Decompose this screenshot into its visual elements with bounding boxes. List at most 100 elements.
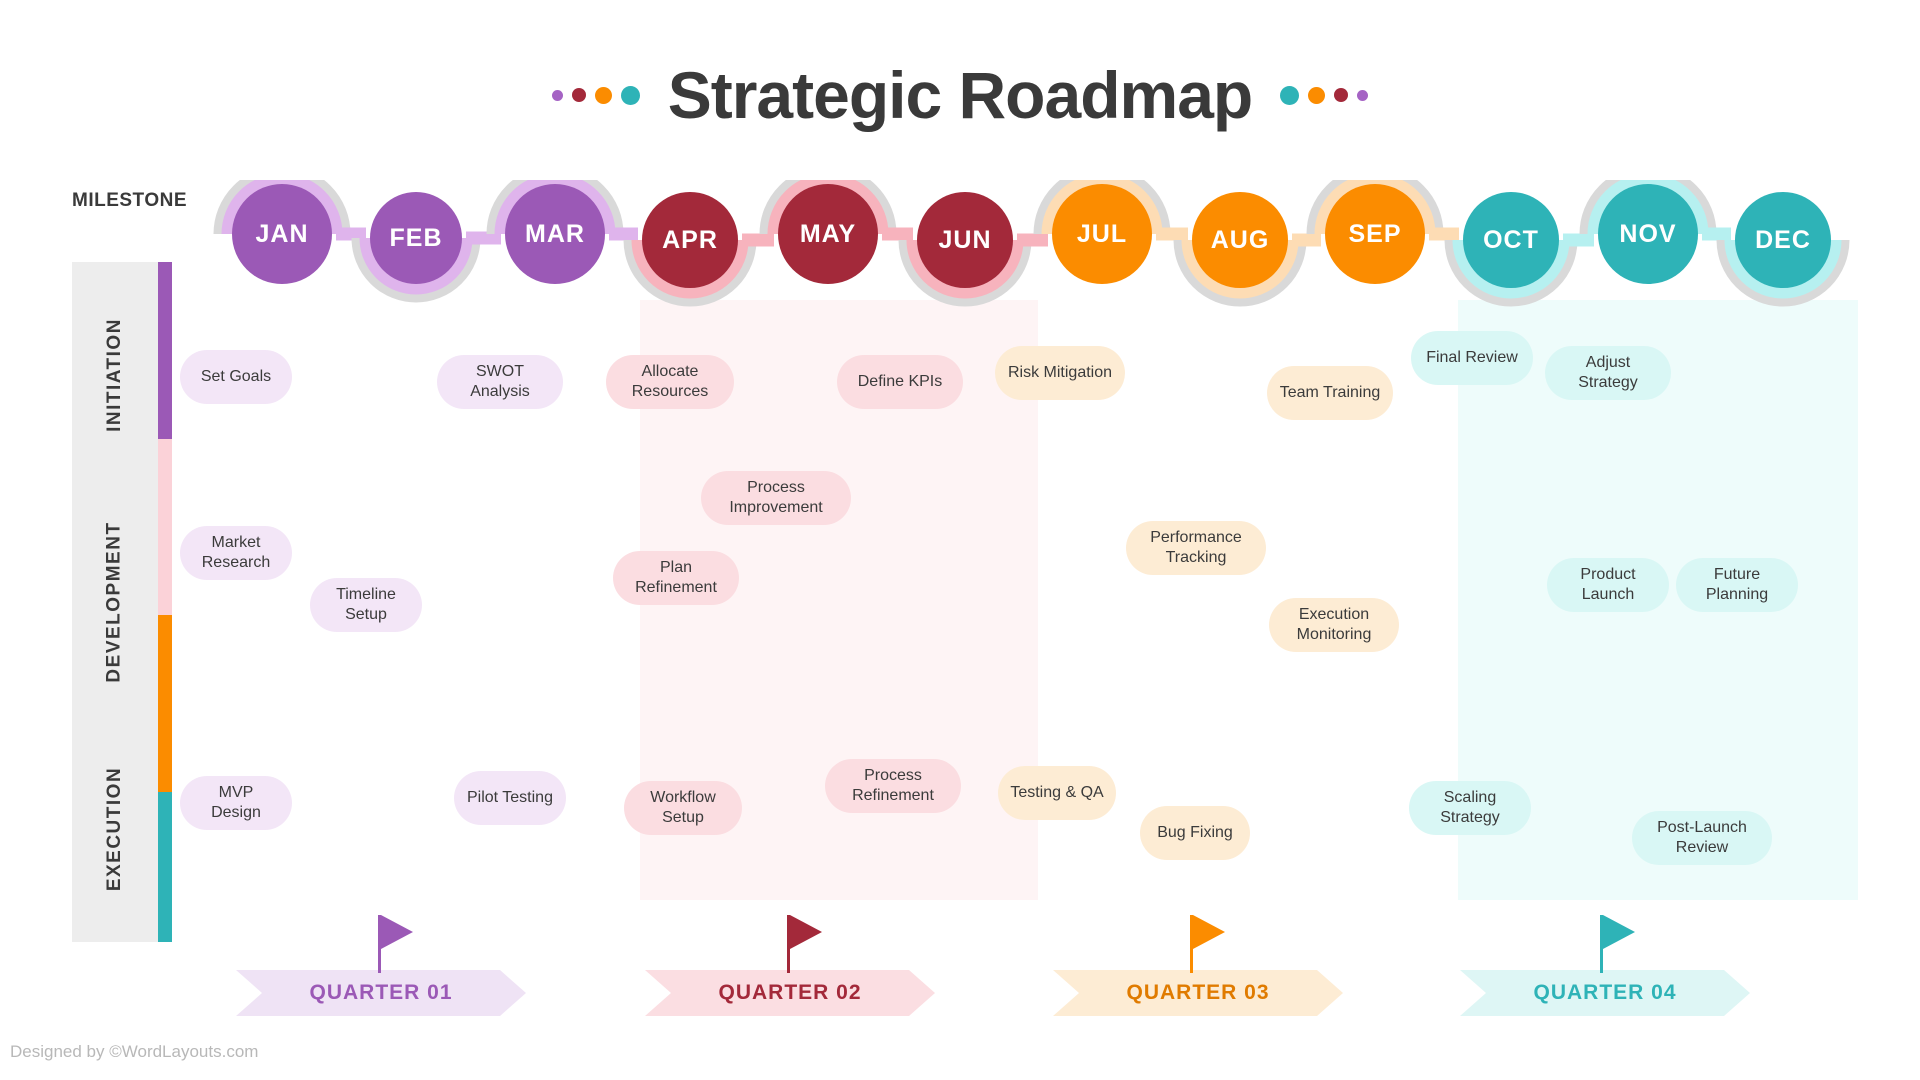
flag-pennant bbox=[1603, 915, 1635, 949]
task-pill[interactable]: Pilot Testing bbox=[454, 771, 566, 825]
phase-name-list: INITIATION DEVELOPMENT EXECUTION bbox=[72, 262, 158, 942]
task-pill[interactable]: SWOT Analysis bbox=[437, 355, 563, 409]
ribbon-arc-halo bbox=[359, 237, 473, 295]
quarter-flag-icon bbox=[1190, 915, 1225, 973]
month-circle-feb[interactable]: FEB bbox=[370, 192, 462, 284]
task-pill[interactable]: Scaling Strategy bbox=[1409, 781, 1531, 835]
task-label: Adjust Strategy bbox=[1578, 354, 1638, 391]
task-label: Market Research bbox=[201, 534, 271, 571]
task-pill[interactable]: Adjust Strategy bbox=[1545, 346, 1671, 400]
phase-row-execution: EXECUTION bbox=[72, 715, 158, 942]
ribbon-arc-outer bbox=[623, 239, 757, 307]
task-pill[interactable]: Timeline Setup bbox=[310, 578, 422, 632]
quarter-banner-shape: QUARTER 02 bbox=[645, 970, 935, 1016]
flag-pennant bbox=[790, 915, 822, 949]
month-circle-jan[interactable]: JAN bbox=[232, 184, 332, 284]
task-pill[interactable]: Product Launch bbox=[1547, 558, 1669, 612]
task-pill[interactable]: Testing & QA bbox=[998, 766, 1116, 820]
flag-pole bbox=[787, 915, 790, 973]
ribbon-arc-outer bbox=[1716, 239, 1850, 307]
milestone-label: MILESTONE bbox=[72, 190, 187, 211]
task-pill[interactable]: Performance Tracking bbox=[1126, 521, 1266, 575]
task-pill[interactable]: Execution Monitoring bbox=[1269, 598, 1399, 652]
task-pill[interactable]: Plan Refinement bbox=[613, 551, 739, 605]
month-label: JUL bbox=[1076, 219, 1128, 248]
quarter-banner-shape: QUARTER 03 bbox=[1053, 970, 1343, 1016]
quarter-banner-label: QUARTER 04 bbox=[1533, 981, 1677, 1004]
task-label: Pilot Testing bbox=[467, 789, 553, 806]
wavy-ribbon-icon bbox=[213, 180, 1850, 307]
ribbon-arc-halo bbox=[1587, 180, 1709, 235]
ribbon-arc-halo bbox=[767, 180, 889, 235]
month-circle-jul[interactable]: JUL bbox=[1052, 184, 1152, 284]
month-circle-dec[interactable]: DEC bbox=[1735, 192, 1831, 288]
month-circle-may[interactable]: MAY bbox=[778, 184, 878, 284]
flag-pole bbox=[1600, 915, 1603, 973]
ribbon-arc-halo bbox=[1314, 180, 1436, 235]
page-title: Strategic Roadmap bbox=[667, 58, 1253, 132]
quarter-banner-label: QUARTER 03 bbox=[1126, 981, 1270, 1004]
quarter-banner[interactable]: QUARTER 03 bbox=[1053, 970, 1343, 1016]
ribbon-arc-outer bbox=[1579, 180, 1717, 235]
month-label: FEB bbox=[389, 223, 443, 252]
task-pill[interactable]: Allocate Resources bbox=[606, 355, 734, 409]
task-pill[interactable]: Bug Fixing bbox=[1140, 806, 1250, 860]
decorative-dot-right-3 bbox=[1334, 88, 1349, 102]
task-label: Execution Monitoring bbox=[1296, 606, 1372, 643]
task-pill[interactable]: Define KPIs bbox=[837, 355, 963, 409]
quarter-banner[interactable]: QUARTER 01 bbox=[236, 970, 526, 1016]
month-circle-jun[interactable]: JUN bbox=[917, 192, 1013, 288]
quarter-flag-icon bbox=[1600, 915, 1635, 973]
month-circle-apr[interactable]: APR bbox=[642, 192, 738, 288]
phase-label: INITIATION bbox=[104, 318, 126, 433]
phase-bar-development bbox=[158, 438, 172, 616]
quarter-banner[interactable]: QUARTER 02 bbox=[645, 970, 935, 1016]
quarter-flag-icon bbox=[378, 915, 413, 973]
task-pill[interactable]: Team Training bbox=[1267, 366, 1393, 420]
month-circle-nov[interactable]: NOV bbox=[1598, 184, 1698, 284]
task-pill[interactable]: Final Review bbox=[1411, 331, 1533, 385]
flag-pennant bbox=[381, 915, 413, 949]
month-circle-oct[interactable]: OCT bbox=[1463, 192, 1559, 288]
flag-pole bbox=[1190, 915, 1193, 973]
month-circle-sep[interactable]: SEP bbox=[1325, 184, 1425, 284]
phase-label: EXECUTION bbox=[104, 766, 126, 891]
task-pill[interactable]: MVP Design bbox=[180, 776, 292, 830]
month-label: OCT bbox=[1483, 225, 1539, 254]
month-label: NOV bbox=[1619, 219, 1677, 248]
decorative-dot-left-2 bbox=[571, 88, 586, 102]
task-label: Process Improvement bbox=[729, 479, 823, 516]
decorative-dots-right bbox=[1280, 85, 1369, 105]
ribbon-arc-outer bbox=[1173, 239, 1307, 307]
milestone-timeline: JAN FEB MAR APR MAY JUN JUL AUG SEP OCT NOV DEC bbox=[0, 180, 1920, 320]
phase-bar-initiation bbox=[158, 262, 172, 439]
task-pill[interactable]: Post-Launch Review bbox=[1632, 811, 1772, 865]
ribbon-arc-halo bbox=[1181, 239, 1299, 299]
task-label: Performance Tracking bbox=[1150, 529, 1242, 566]
task-pill[interactable]: Risk Mitigation bbox=[995, 346, 1125, 400]
quarter-banner[interactable]: QUARTER 04 bbox=[1460, 970, 1750, 1016]
decorative-dot-left-3 bbox=[594, 86, 612, 104]
task-pill[interactable]: Process Improvement bbox=[701, 471, 851, 525]
phase-bar-execution-accent bbox=[158, 792, 172, 943]
task-pill[interactable]: Workflow Setup bbox=[624, 781, 742, 835]
month-circle-mar[interactable]: MAR bbox=[505, 184, 605, 284]
task-label: Product Launch bbox=[1580, 566, 1636, 603]
phase-label: DEVELOPMENT bbox=[104, 521, 125, 683]
task-label: Team Training bbox=[1279, 384, 1381, 401]
ribbon-arc-halo bbox=[221, 180, 343, 235]
task-label: Risk Mitigation bbox=[1007, 364, 1113, 381]
task-label: Testing & QA bbox=[1010, 784, 1104, 801]
month-circle-aug[interactable]: AUG bbox=[1192, 192, 1288, 288]
ribbon-arc-outer bbox=[759, 180, 897, 235]
ribbon-arc-halo bbox=[906, 239, 1024, 299]
month-label: JUN bbox=[938, 225, 992, 254]
ribbon-arc-outer bbox=[1444, 239, 1578, 307]
task-pill[interactable]: Set Goals bbox=[180, 350, 292, 404]
task-label: Set Goals bbox=[200, 368, 272, 385]
task-pill[interactable]: Process Refinement bbox=[825, 759, 961, 813]
task-label: SWOT Analysis bbox=[470, 363, 530, 400]
task-pill[interactable]: Market Research bbox=[180, 526, 292, 580]
task-pill[interactable]: Future Planning bbox=[1676, 558, 1798, 612]
flag-pole bbox=[378, 915, 381, 973]
